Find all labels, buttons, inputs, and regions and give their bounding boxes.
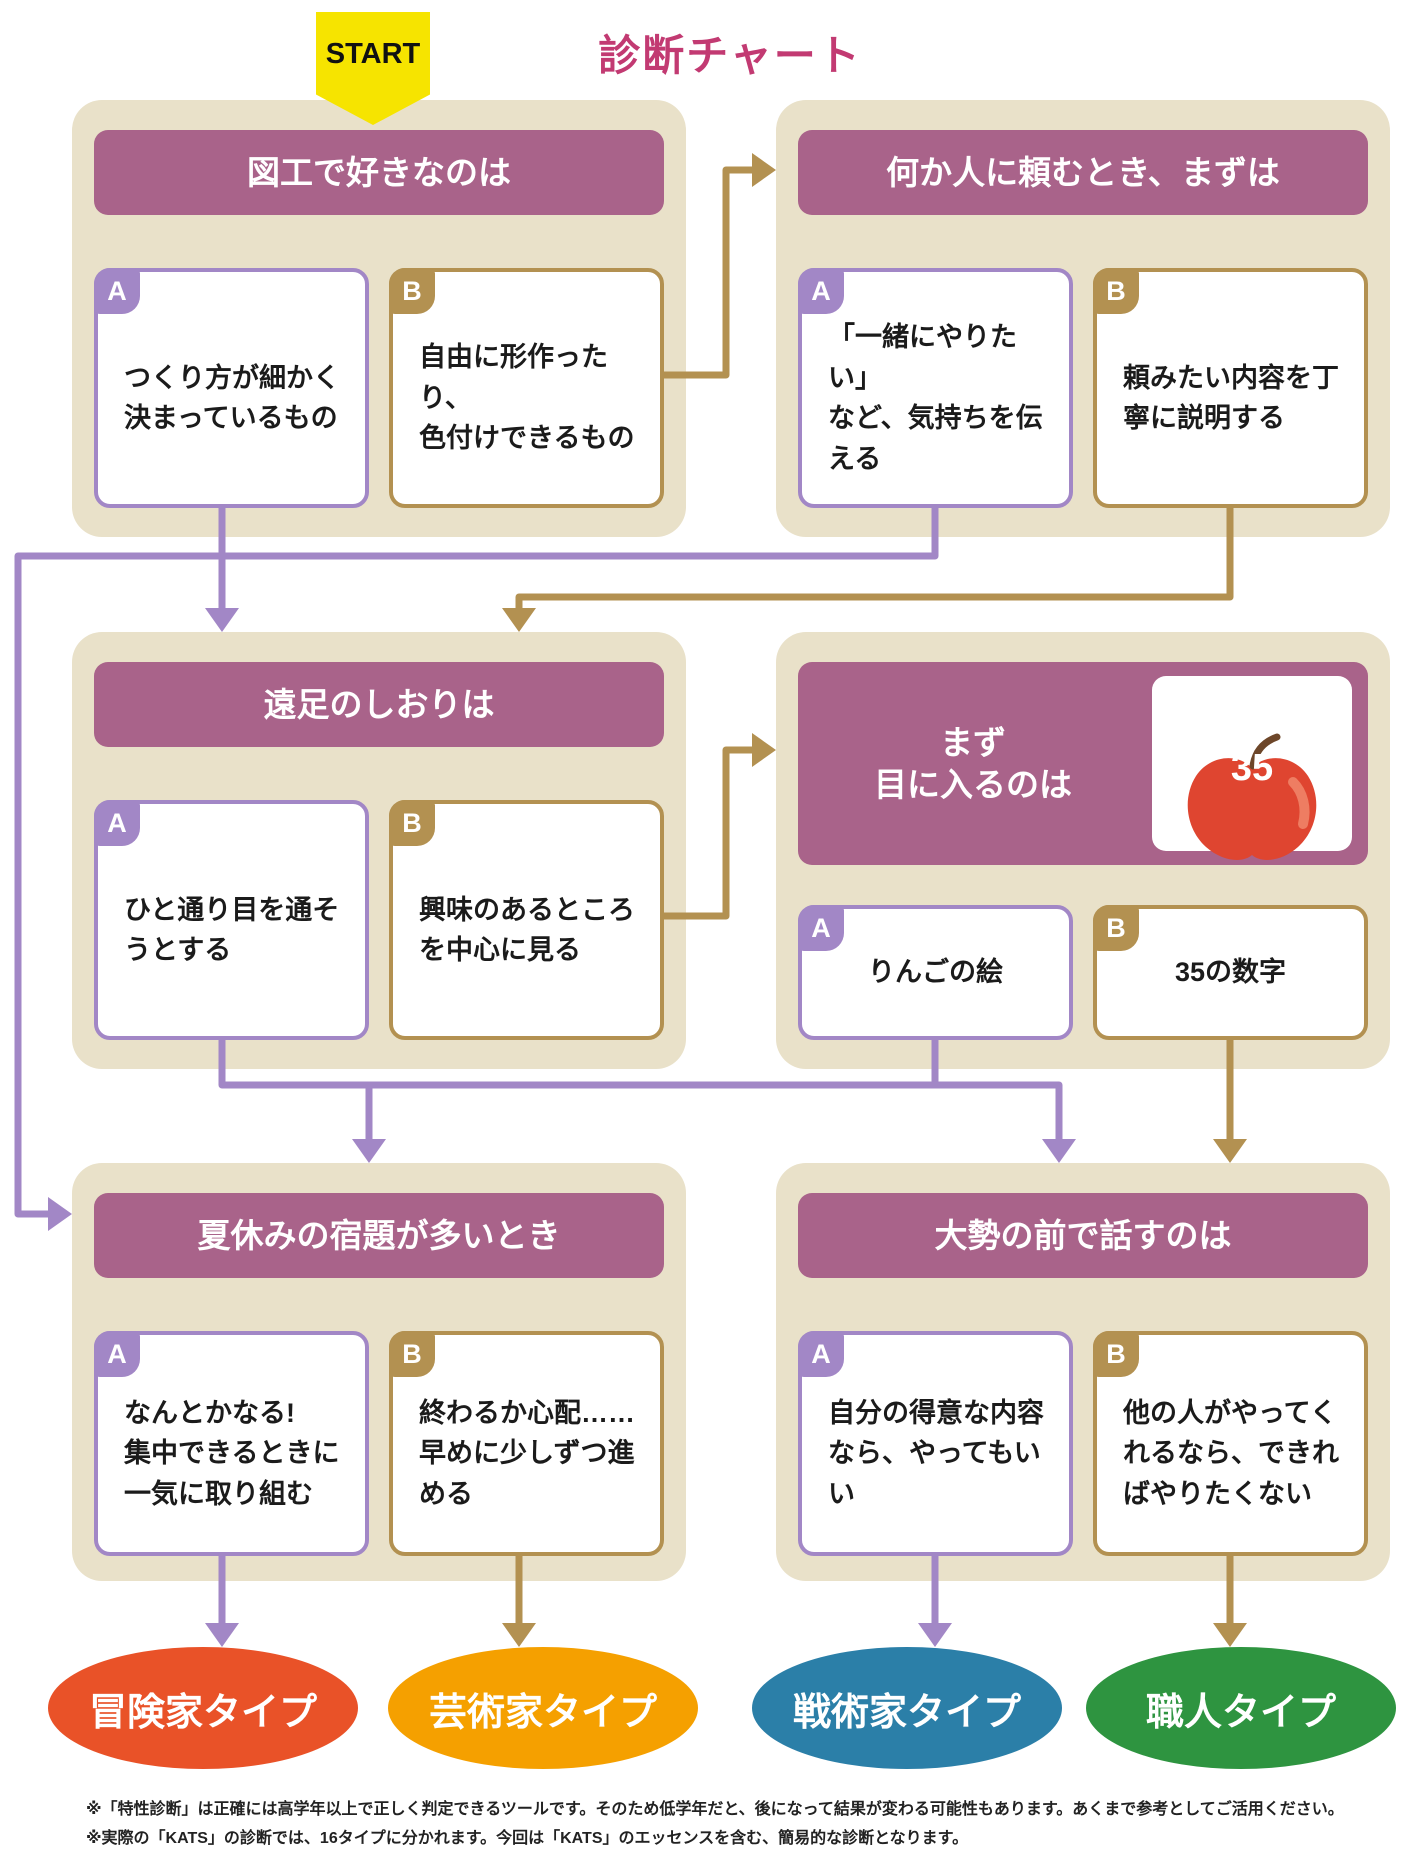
question-6-header: 大勢の前で話すのは [798, 1193, 1368, 1278]
question-3-option-b-text: 興味のあるところ を中心に見る [419, 894, 635, 966]
arrowhead-right-icon [752, 153, 776, 187]
arrowhead-down-icon [1213, 1623, 1247, 1647]
question-4-header: まず 目に入るのは 35 [798, 662, 1368, 865]
arrowhead-down-icon [502, 608, 536, 632]
result-tactician: 戦術家タイプ [752, 1647, 1062, 1769]
arrowhead-down-icon [502, 1623, 536, 1647]
question-4-option-b-badge: B [1093, 905, 1139, 951]
apple-image-box: 35 [1152, 676, 1352, 860]
question-3-option-b-badge: B [389, 800, 435, 846]
footnotes: ※「特性診断」は正確には高学年以上で正しく判定できるツールです。そのため低学年だ… [86, 1796, 1344, 1854]
question-group-1: 図工で好きなのは A つくり方が細かく 決まっているもの B 自由に形作ったり、… [72, 100, 686, 537]
question-5-option-a-text: なんとかなる! 集中できるときに 一気に取り組む [124, 1397, 340, 1509]
question-6-option-b-text: 他の人がやってく れるなら、できれ ばやりたくない [1123, 1397, 1339, 1509]
question-6-header-text: 大勢の前で話すのは [934, 1216, 1232, 1254]
question-1-header-text: 図工で好きなのは [247, 153, 511, 191]
question-3-header: 遠足のしおりは [94, 662, 664, 747]
result-artist-label: 芸術家タイプ [428, 1691, 657, 1734]
question-5-option-b: B 終わるか心配…… 早めに少しずつ進 める [389, 1331, 664, 1556]
arrowhead-down-icon [1213, 1139, 1247, 1163]
question-1-option-b: B 自由に形作ったり、 色付けできるもの [389, 268, 664, 508]
page-title: 診断チャート [598, 32, 862, 79]
question-5-header-text: 夏休みの宿題が多いとき [197, 1216, 561, 1254]
question-5-option-b-text: 終わるか心配…… 早めに少しずつ進 める [419, 1397, 635, 1509]
question-group-5: 夏休みの宿題が多いとき A なんとかなる! 集中できるときに 一気に取り組む B… [72, 1163, 686, 1581]
question-5-option-b-badge: B [389, 1331, 435, 1377]
question-5-header: 夏休みの宿題が多いとき [94, 1193, 664, 1278]
question-1-option-a-text: つくり方が細かく 決まっているもの [124, 362, 340, 434]
question-group-2: 何か人に頼むとき、まずは A 「一緒にやりたい」 など、気持ちを伝 える B 頼… [776, 100, 1390, 537]
apple-number: 35 [1230, 746, 1274, 789]
question-5-option-a: A なんとかなる! 集中できるときに 一気に取り組む [94, 1331, 369, 1556]
question-1-option-a-badge: A [94, 268, 140, 314]
arrowhead-down-icon [1042, 1139, 1076, 1163]
apple-body [1187, 757, 1317, 860]
arrowhead-right-icon [48, 1197, 72, 1231]
apple-stem [1249, 733, 1281, 770]
question-6-option-a-badge: A [798, 1331, 844, 1377]
question-3-option-a: A ひと通り目を通そ うとする [94, 800, 369, 1040]
result-adventurer: 冒険家タイプ [48, 1647, 358, 1769]
question-group-4: まず 目に入るのは 35 A りんごの絵 B 35の数字 [776, 632, 1390, 1069]
footnote-2: ※実際の「KATS」の診断では、16タイプに分かれます。今回は「KATS」のエッ… [86, 1829, 969, 1847]
question-1-option-a: A つくり方が細かく 決まっているもの [94, 268, 369, 508]
question-2-option-b-text: 頼みたい内容を丁 寧に説明する [1123, 362, 1339, 434]
question-4-option-a: A りんごの絵 [798, 905, 1073, 1040]
arrowhead-right-icon [752, 733, 776, 767]
question-4-option-b-text: 35の数字 [1174, 957, 1287, 988]
arrowhead-down-icon [205, 608, 239, 632]
question-2-option-b-badge: B [1093, 268, 1139, 314]
question-1-option-b-badge: B [389, 268, 435, 314]
result-adventurer-label: 冒険家タイプ [88, 1691, 317, 1734]
apple-icon: 35 [1167, 689, 1337, 860]
question-3-option-a-text: ひと通り目を通そ うとする [124, 894, 340, 966]
arrowhead-down-icon [352, 1139, 386, 1163]
result-tactician-label: 戦術家タイプ [792, 1691, 1021, 1734]
arrowhead-down-icon [918, 1623, 952, 1647]
question-6-option-b-badge: B [1093, 1331, 1139, 1377]
footnote-1: ※「特性診断」は正確には高学年以上で正しく判定できるツールです。そのため低学年だ… [86, 1801, 1344, 1818]
result-craftsman: 職人タイプ [1086, 1647, 1396, 1769]
question-2-option-a-text: 「一緒にやりたい」 など、気持ちを伝 える [828, 322, 1043, 474]
question-3-option-b: B 興味のあるところ を中心に見る [389, 800, 664, 1040]
question-4-option-b: B 35の数字 [1093, 905, 1368, 1040]
question-3-option-a-badge: A [94, 800, 140, 846]
question-1-option-b-text: 自由に形作ったり、 色付けできるもの [419, 342, 635, 454]
question-2-header-text: 何か人に頼むとき、まずは [886, 153, 1280, 191]
arrowhead-down-icon [205, 1623, 239, 1647]
question-4-option-a-text: りんごの絵 [868, 957, 1003, 988]
question-6-option-b: B 他の人がやってく れるなら、できれ ばやりたくない [1093, 1331, 1368, 1556]
result-craftsman-label: 職人タイプ [1145, 1691, 1336, 1734]
question-6-option-a: A 自分の得意な内容 なら、やってもい い [798, 1331, 1073, 1556]
apple-highlight [1288, 776, 1310, 829]
question-4-header-text: まず 目に入るのは [874, 724, 1072, 803]
question-4-option-a-badge: A [798, 905, 844, 951]
question-2-header: 何か人に頼むとき、まずは [798, 130, 1368, 215]
question-2-option-b: B 頼みたい内容を丁 寧に説明する [1093, 268, 1368, 508]
question-3-header-text: 遠足のしおりは [263, 685, 495, 723]
question-6-option-a-text: 自分の得意な内容 なら、やってもい い [828, 1397, 1044, 1509]
question-2-option-a-badge: A [798, 268, 844, 314]
question-group-6: 大勢の前で話すのは A 自分の得意な内容 なら、やってもい い B 他の人がやっ… [776, 1163, 1390, 1581]
result-artist: 芸術家タイプ [388, 1647, 698, 1769]
question-1-header: 図工で好きなのは [94, 130, 664, 215]
question-2-option-a: A 「一緒にやりたい」 など、気持ちを伝 える [798, 268, 1073, 508]
start-label: START [325, 38, 421, 70]
question-group-3: 遠足のしおりは A ひと通り目を通そ うとする B 興味のあるところ を中心に見… [72, 632, 686, 1069]
question-5-option-a-badge: A [94, 1331, 140, 1377]
